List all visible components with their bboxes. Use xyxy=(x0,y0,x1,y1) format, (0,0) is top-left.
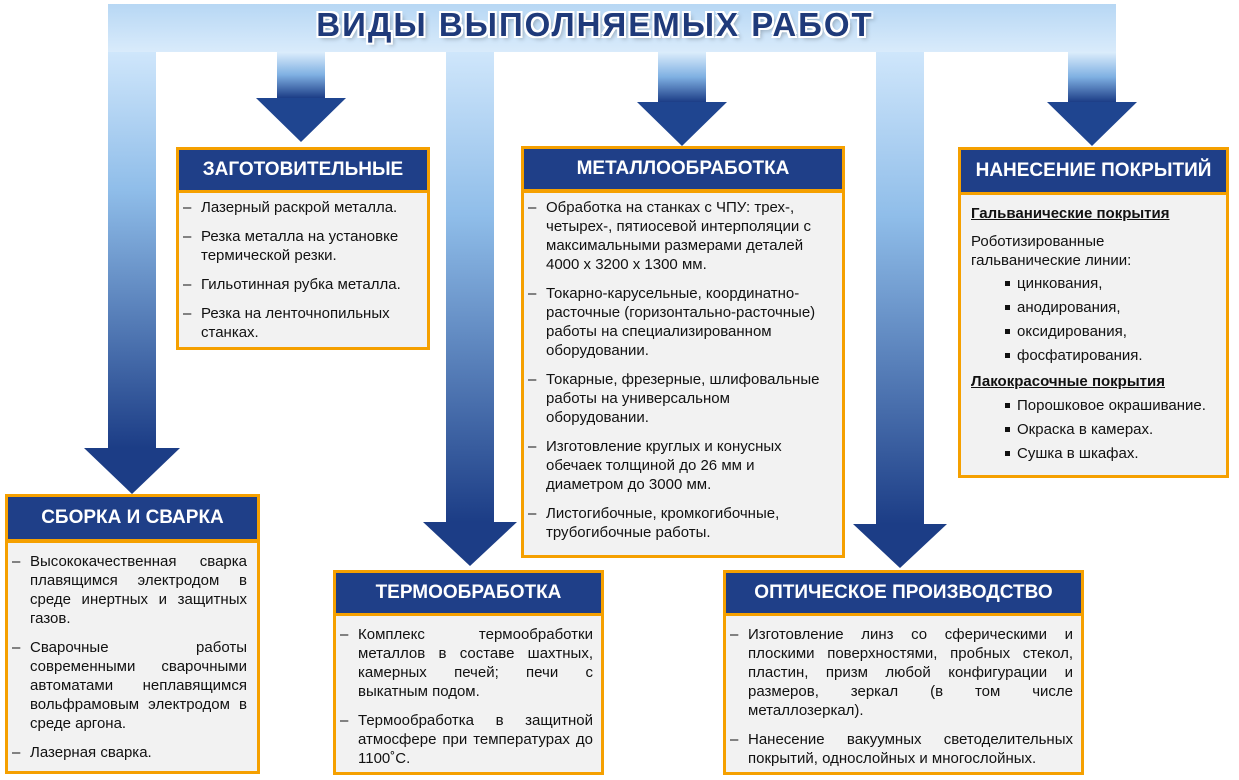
paint-heading: Лакокрасочные покрытия xyxy=(971,373,1165,390)
metal-box: Обработка на станках с ЧПУ: трех-, четыр… xyxy=(521,190,845,558)
list-item: Порошковое окрашивание. xyxy=(971,396,1218,415)
zagotov-list: Лазерный раскрой металла. Резка металла … xyxy=(179,198,419,342)
thermo-list: Комплекс термообработки металлов в соста… xyxy=(336,625,593,768)
galv-intro: Роботизированные гальванические линии: xyxy=(971,233,1132,269)
list-item: Изготовление круглых и конусных обечаек … xyxy=(524,437,834,494)
arrow-optic xyxy=(853,52,947,568)
thermo-header: ТЕРМООБРАБОТКА xyxy=(333,570,604,616)
weld-header: СБОРКА И СВАРКА xyxy=(5,494,260,542)
arrow-weld xyxy=(84,52,180,494)
list-item: Резка металла на установке термической р… xyxy=(179,227,419,265)
list-item: Лазерный раскрой металла. xyxy=(179,198,419,217)
optic-header: ОПТИЧЕСКОЕ ПРОИЗВОДСТВО xyxy=(723,570,1084,616)
coat-box: Гальванические покрытия Роботизированные… xyxy=(958,192,1229,478)
list-item: цинкования, xyxy=(971,274,1218,293)
list-item: Сушка в шкафах. xyxy=(971,444,1218,463)
list-item: Сварочные работы современными сварочными… xyxy=(8,638,247,733)
galv-heading: Гальванические покрытия xyxy=(971,205,1170,222)
list-item: оксидирования, xyxy=(971,322,1218,341)
list-item: Резка на ленточнопильных станках. xyxy=(179,304,419,342)
page-title: ВИДЫ ВЫПОЛНЯЕМЫХ РАБОТ xyxy=(316,6,874,43)
list-item: Обработка на станках с ЧПУ: трех-, четыр… xyxy=(524,198,834,274)
coat-header: НАНЕСЕНИЕ ПОКРЫТИЙ xyxy=(958,147,1229,195)
list-item: анодирования, xyxy=(971,298,1218,317)
arrow-zagotov xyxy=(256,52,346,142)
list-item: Токарные, фрезерные, шлифовальные работы… xyxy=(524,370,834,427)
list-item: Листогибочные, кромкогибочные, трубогибо… xyxy=(524,504,834,542)
list-item: Лазерная сварка. xyxy=(8,743,247,762)
metal-list: Обработка на станках с ЧПУ: трех-, четыр… xyxy=(524,198,834,542)
zagotov-header: ЗАГОТОВИТЕЛЬНЫЕ xyxy=(176,147,430,193)
list-item: Высококачественная сварка плавящимся эле… xyxy=(8,552,247,628)
list-item: Изготовление линз со сферическими и плос… xyxy=(726,625,1073,720)
thermo-box: Комплекс термообработки металлов в соста… xyxy=(333,613,604,775)
list-item: Гильотинная рубка металла. xyxy=(179,275,419,294)
arrow-coat xyxy=(1047,52,1137,146)
list-item: Окраска в камерах. xyxy=(971,420,1218,439)
list-item: Комплекс термообработки металлов в соста… xyxy=(336,625,593,701)
list-item: фосфатирования. xyxy=(971,346,1218,365)
optic-box: Изготовление линз со сферическими и плос… xyxy=(723,613,1084,775)
optic-list: Изготовление линз со сферическими и плос… xyxy=(726,625,1073,768)
weld-list: Высококачественная сварка плавящимся эле… xyxy=(8,552,247,762)
metal-header: МЕТАЛЛООБРАБОТКА xyxy=(521,146,845,192)
weld-box: Высококачественная сварка плавящимся эле… xyxy=(5,540,260,774)
arrow-thermo xyxy=(423,52,517,566)
paint-list: Порошковое окрашивание. Окраска в камера… xyxy=(971,396,1218,463)
list-item: Токарно-карусельные, координатно-расточн… xyxy=(524,284,834,360)
list-item: Нанесение вакуумных светоделительных пок… xyxy=(726,730,1073,768)
zagotov-box: Лазерный раскрой металла. Резка металла … xyxy=(176,190,430,350)
arrow-metal xyxy=(637,52,727,146)
list-item: Термообработка в защитной атмосфере при … xyxy=(336,711,593,768)
galv-list: цинкования, анодирования, оксидирования,… xyxy=(971,274,1218,365)
top-band xyxy=(108,4,1116,52)
